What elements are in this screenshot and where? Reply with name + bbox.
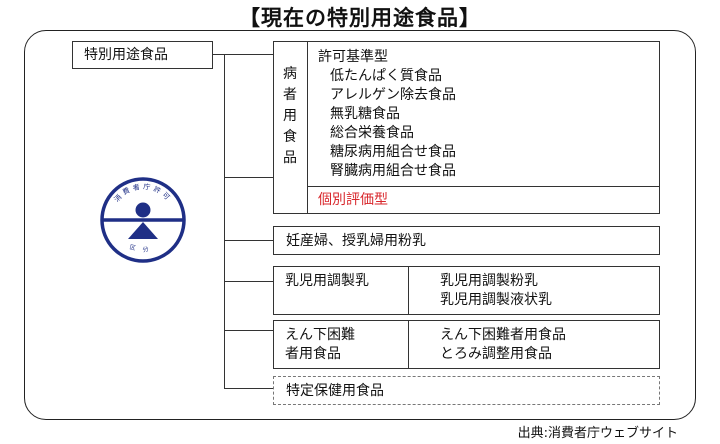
vertical-char: 食 — [283, 129, 297, 145]
svg-text:区分: 区分 — [129, 243, 157, 254]
dysphagia-item: えん下困難者用食品 — [440, 327, 566, 343]
connector-trunk — [224, 54, 226, 388]
infant-formula-label: 乳児用調製乳 — [285, 273, 369, 289]
dysphagia-box — [273, 320, 660, 369]
individual-evaluation-label: 個別評価型 — [318, 192, 388, 208]
sick-item: 無乳糖食品 — [330, 106, 400, 122]
infant-formula-box — [273, 266, 660, 315]
sick-item: 総合栄養食品 — [330, 125, 414, 141]
dysphagia-items: えん下困難者用食品 とろみ調整用食品 — [440, 326, 566, 364]
connector-root — [213, 54, 273, 56]
vertical-char: 用 — [283, 108, 297, 124]
specified-health-food-label: 特定保健用食品 — [286, 383, 384, 399]
page-title: 【現在の特別用途食品】 — [239, 6, 481, 30]
logo-icon: 消費者庁許可 区分 — [100, 177, 186, 263]
sick-box-divider — [307, 41, 309, 214]
logo-bottom-text: 区分 — [129, 243, 149, 254]
pregnant-nursing-label: 妊産婦、授乳婦用粉乳 — [286, 233, 426, 249]
outer-frame — [24, 30, 696, 420]
dysphagia-label-line: 者用食品 — [285, 346, 341, 362]
dysphagia-label-line: えん下困難 — [285, 327, 355, 343]
vertical-char: 品 — [283, 150, 297, 166]
dysphagia-box-divider — [408, 320, 410, 369]
connector-sick-individual — [224, 177, 274, 179]
root-category-label: 特別用途食品 — [84, 47, 168, 63]
vertical-char: 病 — [283, 66, 297, 82]
vertical-char: 者 — [283, 87, 297, 103]
pregnant-nursing-box: 妊産婦、授乳婦用粉乳 — [273, 226, 660, 255]
root-category-box: 特別用途食品 — [72, 41, 213, 69]
dysphagia-item: とろみ調整用食品 — [440, 346, 552, 362]
connector-pregnant — [224, 240, 274, 242]
infant-item: 乳児用調製液状乳 — [440, 292, 552, 308]
permit-standard-list: 許可基準型 低たんぱく質食品 アレルゲン除去食品 無乳糖食品 総合栄養食品 糖尿… — [318, 48, 456, 181]
sick-item: 腎臓病用組合せ食品 — [330, 163, 456, 179]
dysphagia-label: えん下困難 者用食品 — [285, 326, 355, 364]
sick-person-food-box — [273, 41, 660, 214]
sick-item: 低たんぱく質食品 — [330, 68, 442, 84]
sick-person-food-vertical-label: 病 者 用 食 品 — [278, 64, 302, 169]
sick-item: 糖尿病用組合せ食品 — [330, 144, 456, 160]
specified-health-food-box: 特定保健用食品 — [273, 376, 660, 405]
connector-dysphagia — [224, 330, 274, 332]
infant-items: 乳児用調製粉乳 乳児用調製液状乳 — [440, 272, 552, 310]
connector-health — [224, 388, 274, 390]
infant-box-divider — [408, 266, 410, 315]
infant-item: 乳児用調製粉乳 — [440, 273, 538, 289]
sick-item: アレルゲン除去食品 — [330, 87, 456, 103]
source-caption: 出典:消費者庁ウェブサイト — [517, 426, 678, 441]
sick-box-separator — [307, 186, 660, 188]
permit-standard-label: 許可基準型 — [318, 49, 388, 65]
consumer-agency-logo: 消費者庁許可 区分 — [98, 175, 188, 265]
connector-infant — [224, 281, 274, 283]
